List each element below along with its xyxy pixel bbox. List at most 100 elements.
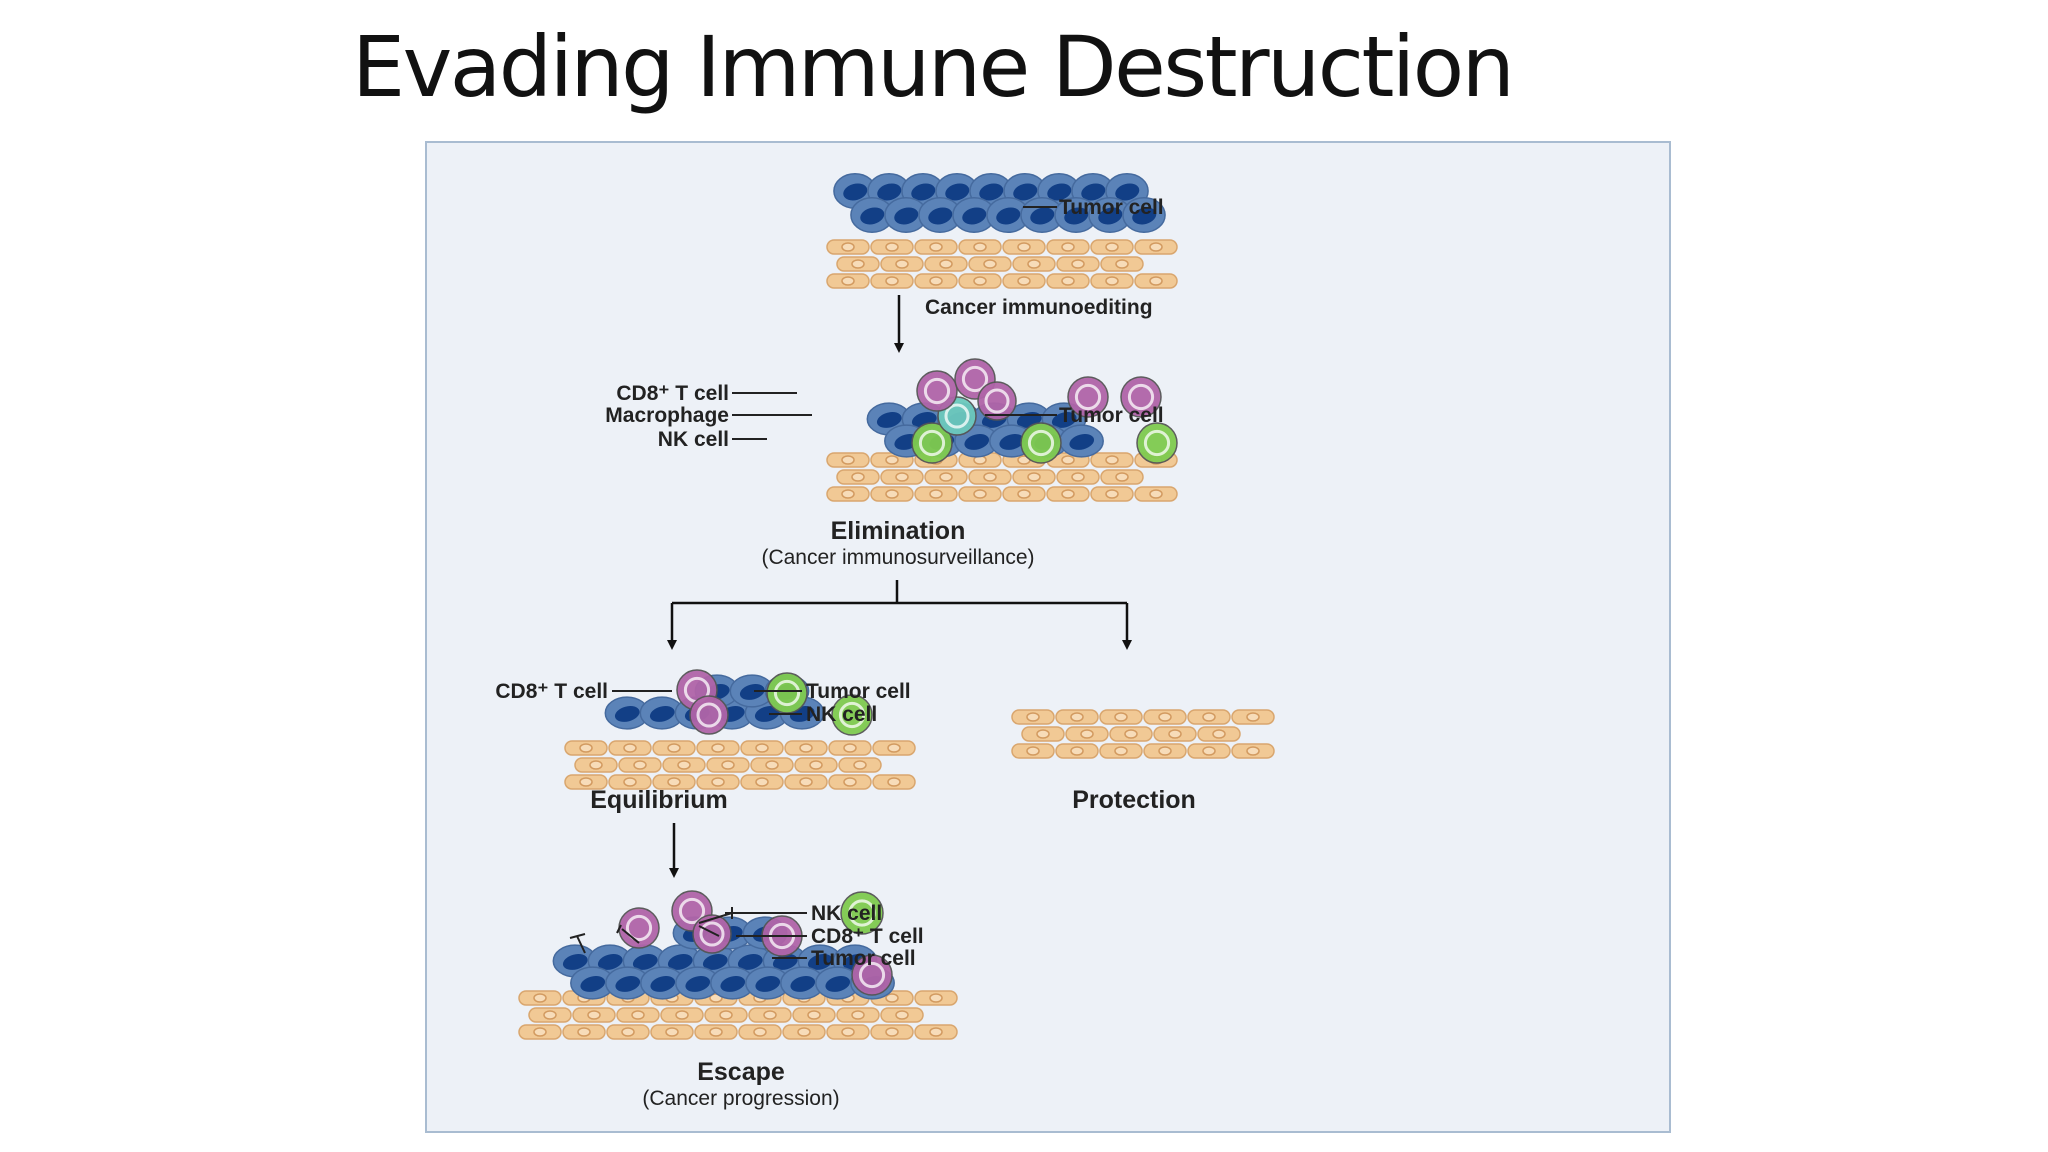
- tumor-nucleus: [979, 183, 1004, 201]
- cd8-t-cell-nucleus: [984, 388, 1010, 414]
- escape-subtitle: (Cancer progression): [642, 1087, 839, 1110]
- escape-title: Escape: [697, 1058, 785, 1086]
- normal-cell-nucleus: [1149, 489, 1163, 499]
- tumor-nucleus: [1030, 207, 1055, 225]
- slide-title: Evading Immune Destruction: [352, 18, 1515, 116]
- normal-cell-nucleus: [1149, 276, 1163, 286]
- normal-cell-nucleus: [843, 777, 857, 787]
- equi-nk-label: NK cell: [806, 703, 877, 726]
- nk-cell-nucleus: [1027, 429, 1055, 457]
- cd8-t-cell: [916, 370, 958, 412]
- normal-cell-nucleus: [577, 1027, 591, 1037]
- protection-tissue: [1011, 709, 1275, 759]
- tumor-nucleus: [928, 207, 953, 225]
- normal-cell-nucleus: [1202, 712, 1216, 722]
- normal-cell-nucleus: [719, 1010, 733, 1020]
- tumor-nucleus: [1064, 207, 1089, 225]
- normal-cell-nucleus: [929, 489, 943, 499]
- elimination-title: Elimination: [831, 517, 966, 545]
- tumor-nucleus: [632, 954, 658, 970]
- nk-cell: [840, 891, 884, 935]
- equi-cd8-label: CD8⁺ T cell: [495, 680, 608, 703]
- normal-cell-nucleus: [1017, 242, 1031, 252]
- normal-cell-nucleus: [807, 1010, 821, 1020]
- normal-cell-nucleus: [895, 1010, 909, 1020]
- esc-nk-label: NK cell: [811, 902, 882, 925]
- normal-cell-nucleus: [533, 993, 547, 1003]
- immunoediting-diagram: Tumor cell Cancer immunoediting CD8⁺ T c…: [495, 172, 1275, 1110]
- normal-cell-nucleus: [1017, 276, 1031, 286]
- normal-cell-nucleus: [1115, 259, 1129, 269]
- equilibrium-tissue: [564, 669, 916, 790]
- elimination-tissue: [826, 358, 1178, 502]
- normal-cell-nucleus: [973, 489, 987, 499]
- nk-cell-nucleus: [848, 899, 876, 927]
- normal-cell-nucleus: [885, 276, 899, 286]
- normal-cell-nucleus: [533, 1027, 547, 1037]
- normal-cell-nucleus: [711, 777, 725, 787]
- nk-cell-nucleus: [773, 679, 801, 707]
- tumor-nucleus: [580, 976, 606, 992]
- normal-cell-nucleus: [667, 743, 681, 753]
- normal-cell-nucleus: [579, 777, 593, 787]
- normal-cell-nucleus: [1027, 259, 1041, 269]
- normal-cell-nucleus: [1070, 712, 1084, 722]
- normal-cell-nucleus: [929, 276, 943, 286]
- elim-cd8-label: CD8⁺ T cell: [616, 382, 729, 405]
- normal-cell-nucleus: [1027, 472, 1041, 482]
- protection-title: Protection: [1072, 786, 1196, 814]
- normal-cell-nucleus: [895, 472, 909, 482]
- tumor-nucleus: [877, 183, 902, 201]
- normal-cell-nucleus: [1071, 259, 1085, 269]
- normal-cell-nucleus: [765, 760, 779, 770]
- cd8-t-cell-nucleus: [1127, 383, 1155, 411]
- cd8-t-cell: [1067, 376, 1109, 418]
- normal-cell-nucleus: [1105, 489, 1119, 499]
- elim-nk-label: NK cell: [658, 428, 729, 451]
- esc-tumor-label: Tumor cell: [811, 947, 916, 970]
- normal-cell-nucleus: [1061, 276, 1075, 286]
- normal-cell-nucleus: [1158, 746, 1172, 756]
- normal-cell-nucleus: [1168, 729, 1182, 739]
- normal-cell-nucleus: [1124, 729, 1138, 739]
- immunoediting-label: Cancer immunoediting: [925, 296, 1153, 319]
- elim-macrophage-label: Macrophage: [605, 404, 729, 427]
- tumor-nucleus: [962, 207, 987, 225]
- normal-cell-nucleus: [721, 760, 735, 770]
- normal-cell-nucleus: [623, 777, 637, 787]
- normal-cell-nucleus: [1061, 455, 1075, 465]
- normal-cell-nucleus: [1212, 729, 1226, 739]
- tumor-nucleus: [964, 434, 990, 450]
- nk-cell-nucleus: [918, 429, 946, 457]
- normal-cell-nucleus: [843, 743, 857, 753]
- tumor-nucleus: [720, 976, 746, 992]
- cd8-t-cell-nucleus: [1074, 383, 1102, 411]
- cd8-t-cell: [689, 695, 729, 735]
- tumor-nucleus: [1013, 183, 1038, 201]
- leader-lines: [612, 206, 1057, 959]
- normal-cell-nucleus: [1061, 242, 1075, 252]
- nk-cell: [1136, 422, 1178, 464]
- tumor-nucleus: [685, 976, 711, 992]
- inhibition-marks: [569, 907, 733, 954]
- normal-cell-nucleus: [983, 472, 997, 482]
- tumor-nucleus: [999, 434, 1025, 450]
- normal-cell-nucleus: [675, 1010, 689, 1020]
- tumor-nucleus: [1098, 207, 1123, 225]
- normal-cell-nucleus: [929, 993, 943, 1003]
- flow-arrows: [667, 295, 1132, 878]
- normal-cell-nucleus: [665, 1027, 679, 1037]
- normal-cell-nucleus: [885, 489, 899, 499]
- esc-cd8-label: CD8⁺ T cell: [811, 925, 924, 948]
- cd8-t-cell: [1120, 376, 1162, 418]
- tumor-nucleus: [807, 954, 833, 970]
- tumor-nucleus: [860, 207, 885, 225]
- cd8-t-cell-nucleus: [696, 702, 722, 728]
- nk-cell: [766, 672, 808, 714]
- cd8-t-cell: [692, 914, 732, 954]
- top-tumor-tissue: [826, 172, 1178, 289]
- tumor-nucleus: [1081, 183, 1106, 201]
- normal-cell-nucleus: [841, 242, 855, 252]
- nk-cell: [1020, 422, 1062, 464]
- nk-cell-nucleus: [838, 701, 866, 729]
